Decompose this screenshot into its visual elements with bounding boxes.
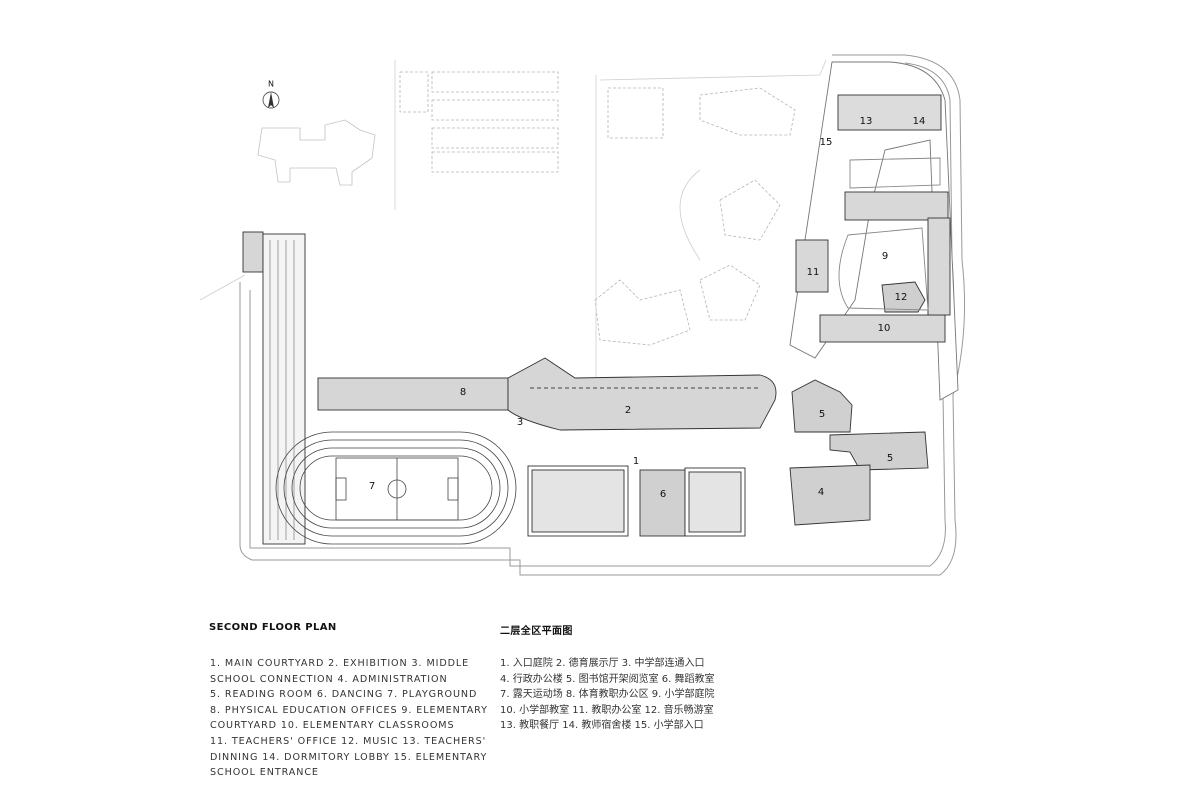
playground-track — [275, 431, 517, 545]
legend-en-line: 5. READING ROOM 6. DANCING 7. PLAYGROUND — [210, 689, 478, 701]
label-11: 11 — [807, 267, 820, 278]
label-5-reading-2: 5 — [887, 453, 893, 464]
west-bar — [242, 231, 306, 545]
site-plan-drawing: N 1 2 3 4 5 5 6 7 8 9 10 11 12 13 14 15 — [199, 54, 966, 576]
label-13: 13 — [860, 116, 873, 127]
legend-cn-line: 13. 教职餐厅 14. 教师宿舍楼 15. 小学部入口 — [500, 720, 704, 732]
label-6: 6 — [660, 489, 666, 500]
caption-title-cn: 二层全区平面图 — [500, 626, 573, 637]
label-3: 3 — [517, 417, 523, 428]
north-arrow-icon: N — [262, 80, 280, 109]
legend-cn-line: 7. 露天运动场 8. 体育教职办公区 9. 小学部庭院 — [500, 689, 715, 701]
label-15: 15 — [820, 137, 833, 148]
context-left-building — [257, 119, 376, 186]
admin-and-library — [789, 379, 929, 526]
context-buildings — [399, 71, 796, 346]
label-12: 12 — [895, 292, 908, 303]
legend-en-line: 1. MAIN COURTYARD 2. EXHIBITION 3. MIDDL… — [210, 658, 470, 669]
plan-number-labels: 1 2 3 4 5 5 6 7 8 9 10 11 12 13 14 15 — [369, 116, 926, 500]
main-building — [317, 357, 777, 431]
caption-title-en: SECOND FLOOR PLAN — [209, 622, 337, 633]
label-14: 14 — [913, 116, 926, 127]
label-5-reading: 5 — [819, 409, 825, 420]
legend-en-line: COURTYARD 10. ELEMENTARY CLASSROOMS — [210, 720, 455, 732]
label-4: 4 — [818, 487, 824, 498]
legend-en-line: SCHOOL CONNECTION 4. ADMINISTRATION — [210, 673, 448, 685]
label-8: 8 — [460, 387, 466, 398]
legend-en-line: DINNING 14. DORMITORY LOBBY 15. ELEMENTA… — [210, 751, 488, 763]
label-7: 7 — [369, 481, 375, 492]
label-10: 10 — [878, 323, 891, 334]
label-1: 1 — [633, 456, 639, 467]
north-label: N — [268, 80, 274, 89]
lower-halls — [527, 465, 746, 537]
legend-cn-line: 10. 小学部教室 11. 教职办公室 12. 音乐畅游室 — [500, 704, 714, 716]
legend-cn-line: 4. 行政办公楼 5. 图书馆开架阅览室 6. 舞蹈教室 — [500, 673, 715, 685]
legend-cn-line: 1. 入口庭院 2. 德育展示厅 3. 中学部连通入口 — [500, 658, 705, 669]
elementary-campus — [789, 61, 959, 401]
legend-en-line: SCHOOL ENTRANCE — [210, 767, 319, 779]
label-9: 9 — [882, 251, 888, 262]
legend-en-line: 11. TEACHERS' OFFICE 12. MUSIC 13. TEACH… — [210, 735, 487, 747]
legend-en-line: 8. PHYSICAL EDUCATION OFFICES 9. ELEMENT… — [210, 704, 488, 716]
legend-en: 1. MAIN COURTYARD 2. EXHIBITION 3. MIDDL… — [210, 656, 488, 781]
legend-cn: 1. 入口庭院 2. 德育展示厅 3. 中学部连通入口 4. 行政办公楼 5. … — [500, 656, 715, 734]
label-2: 2 — [625, 405, 631, 416]
